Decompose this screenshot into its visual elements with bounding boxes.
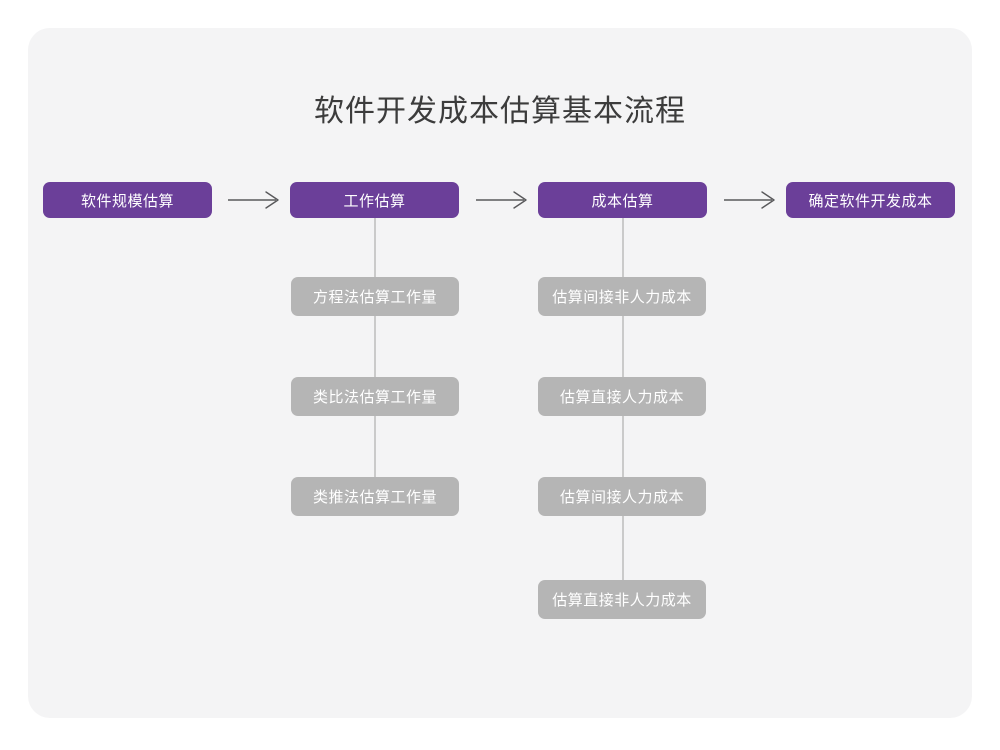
- content-card: [28, 28, 972, 718]
- substep-node-stage3-1[interactable]: 估算间接非人力成本: [538, 277, 706, 316]
- substep-node-stage3-2[interactable]: 估算直接人力成本: [538, 377, 706, 416]
- page-title: 软件开发成本估算基本流程: [314, 95, 686, 128]
- connector-line-stage2-column: [374, 200, 376, 478]
- stage-node-cost-estimation[interactable]: 成本估算: [538, 182, 707, 218]
- substep-node-stage2-2[interactable]: 类比法估算工作量: [291, 377, 459, 416]
- arrow-right-icon-stage2-stage3: [476, 191, 527, 209]
- substep-node-stage3-3[interactable]: 估算间接人力成本: [538, 477, 706, 516]
- substep-node-stage2-1[interactable]: 方程法估算工作量: [291, 277, 459, 316]
- substep-node-stage2-3[interactable]: 类推法估算工作量: [291, 477, 459, 516]
- stage-node-software-scale-estimation[interactable]: 软件规模估算: [43, 182, 212, 218]
- stage-node-determine-development-cost[interactable]: 确定软件开发成本: [786, 182, 955, 218]
- arrow-right-icon-stage1-stage2: [228, 191, 279, 209]
- substep-node-stage3-4[interactable]: 估算直接非人力成本: [538, 580, 706, 619]
- stage-node-work-estimation[interactable]: 工作估算: [290, 182, 459, 218]
- arrow-right-icon-stage3-stage4: [724, 191, 775, 209]
